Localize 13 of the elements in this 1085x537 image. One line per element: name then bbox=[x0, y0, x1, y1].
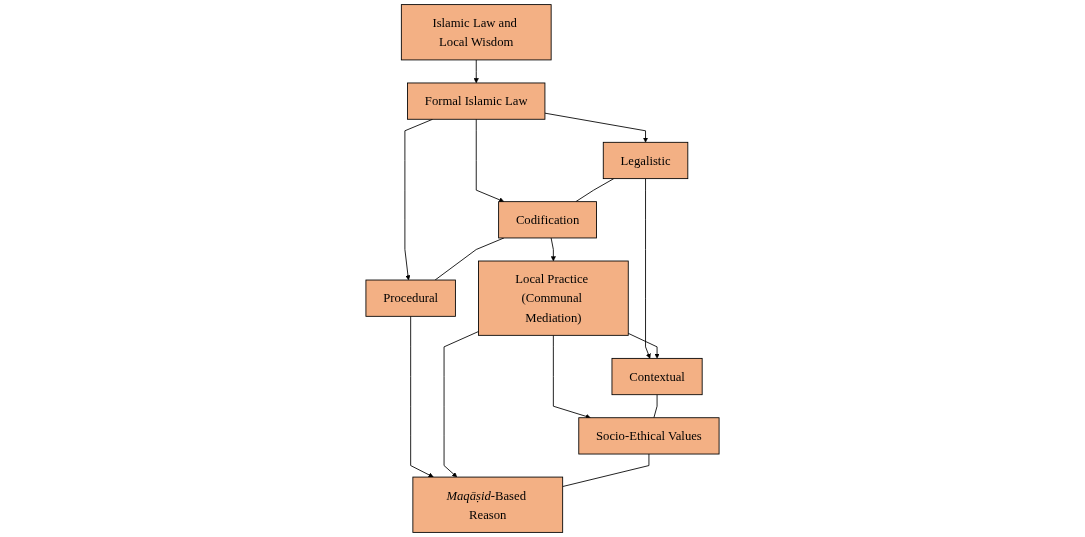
node-box: Islamic Law and Local Wisdom bbox=[400, 4, 552, 61]
node-box: Local Practice (Communal Mediation) bbox=[478, 260, 629, 336]
node-box: Procedural bbox=[365, 279, 456, 317]
node-box: Legalistic bbox=[602, 141, 689, 180]
node-box: Socio-Ethical Values bbox=[578, 417, 720, 455]
connector bbox=[562, 453, 650, 487]
node-box: Formal Islamic Law bbox=[407, 82, 546, 120]
node-box: Maqāṣid-Based Reason bbox=[412, 476, 564, 533]
node-box: Contextual bbox=[611, 357, 703, 396]
connector bbox=[575, 178, 615, 203]
node-box: Codification bbox=[498, 201, 597, 239]
connector bbox=[434, 237, 505, 281]
connector bbox=[653, 394, 658, 419]
